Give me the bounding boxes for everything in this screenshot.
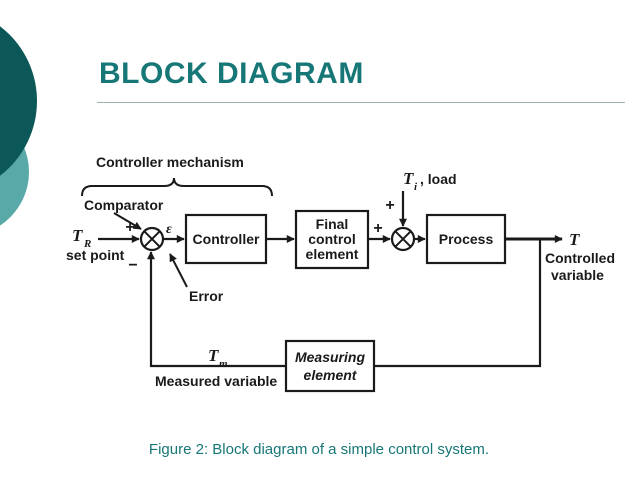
process-box bbox=[425, 213, 507, 265]
comparator-junction-cross bbox=[143, 230, 161, 248]
load-symbol: T bbox=[403, 169, 414, 188]
setpoint-subscript: R bbox=[83, 238, 91, 250]
final-plus-sign: + bbox=[373, 220, 382, 237]
final-box-label-line2: control bbox=[308, 231, 355, 247]
measuring-box-label-line2: element bbox=[304, 367, 358, 383]
error-pointer-line bbox=[169, 253, 188, 288]
controller-box-label: Controller bbox=[193, 231, 260, 247]
process-box-label: Process bbox=[439, 231, 494, 247]
feedback-line-right bbox=[375, 239, 542, 368]
comparator-label: Comparator bbox=[84, 197, 164, 213]
setpoint-symbol: T bbox=[72, 226, 83, 245]
measuring-element-box bbox=[284, 339, 376, 393]
figure-caption: Figure 2: Block diagram of a simple cont… bbox=[148, 441, 490, 458]
measuring-box-label-line1: Measuring bbox=[295, 349, 365, 365]
measured-variable-label: Measured variable bbox=[155, 373, 277, 389]
load-plus-sign: + bbox=[385, 197, 394, 214]
measured-symbol: T bbox=[208, 346, 219, 365]
output-label-line2: variable bbox=[551, 267, 604, 283]
setpoint-plus-sign: + bbox=[125, 219, 134, 236]
final-box-label-line3: element bbox=[306, 246, 359, 262]
controller-mechanism-label: Controller mechanism bbox=[96, 154, 244, 170]
load-label: , load bbox=[420, 171, 457, 187]
error-symbol-epsilon: ε bbox=[166, 222, 172, 237]
controller-mechanism-brace bbox=[81, 177, 273, 197]
controller-box bbox=[184, 213, 268, 265]
final-control-element-box bbox=[294, 209, 370, 270]
final-box-label-line1: Final bbox=[316, 216, 349, 232]
error-label: Error bbox=[189, 288, 224, 304]
output-symbol: T bbox=[569, 230, 580, 249]
output-label-line1: Controlled bbox=[545, 250, 615, 266]
comparator-pointer-arrow bbox=[113, 212, 142, 230]
slide-title: BLOCK DIAGRAM bbox=[99, 57, 364, 90]
load-subscript: i bbox=[414, 181, 418, 193]
setpoint-label: set point bbox=[66, 247, 125, 263]
title-underline bbox=[97, 102, 625, 103]
load-junction-cross bbox=[394, 230, 412, 248]
feedback-line-left bbox=[147, 251, 286, 368]
feedback-minus-sign: − bbox=[128, 257, 137, 274]
measured-subscript: m bbox=[219, 358, 228, 370]
